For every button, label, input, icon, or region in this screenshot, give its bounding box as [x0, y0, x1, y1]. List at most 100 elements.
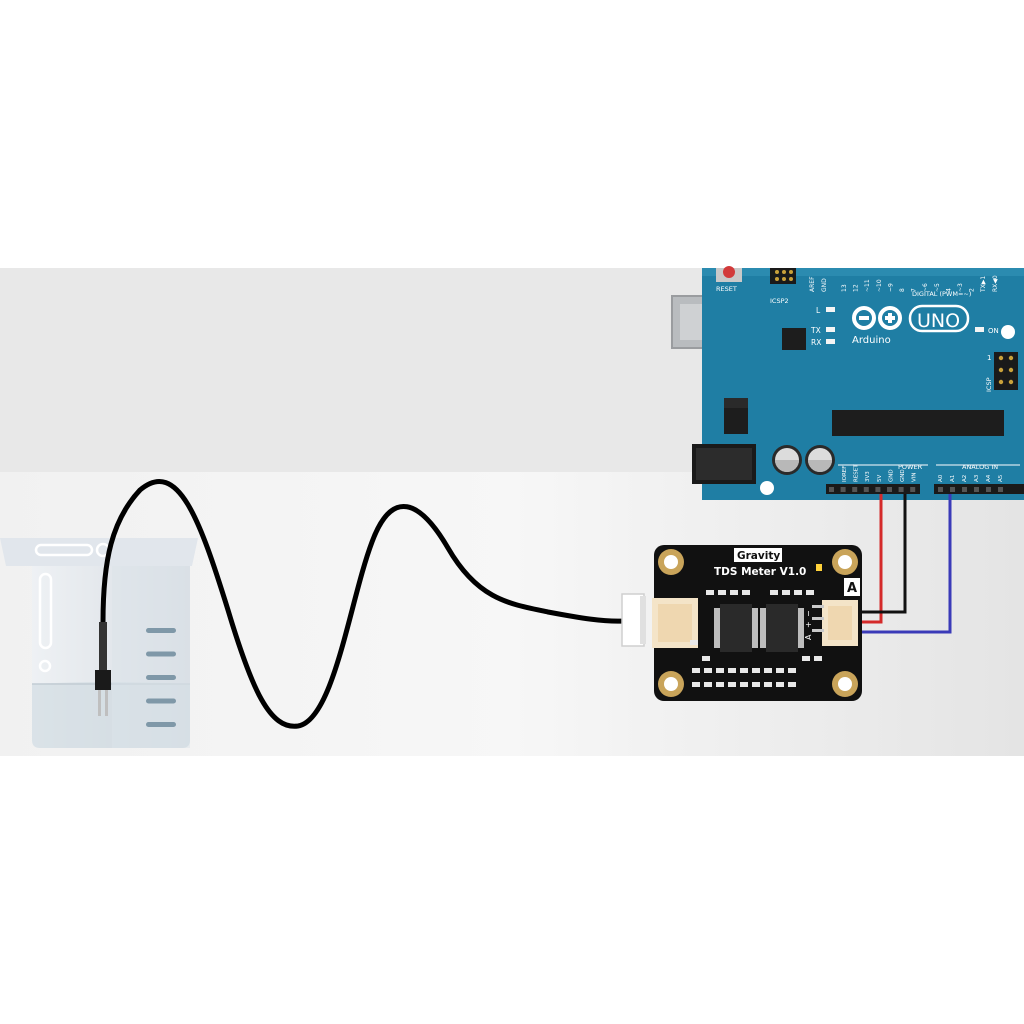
header-pin-hole: [875, 487, 881, 492]
brand-label: Arduino: [852, 335, 891, 346]
analog-pin-label: A1: [950, 475, 956, 482]
signal-type-badge: [844, 578, 860, 596]
pin-label-plus: +: [804, 621, 813, 628]
mounting-hole: [760, 481, 774, 495]
digital-label: DIGITAL (PWM=~): [912, 290, 971, 298]
smd-component: [704, 682, 712, 687]
digital-pin-label: 13: [841, 284, 848, 292]
smd-component: [730, 590, 738, 595]
voltage-regulator: [724, 398, 748, 434]
arduino-logo-icon: [852, 306, 902, 330]
probe-input-connector: [652, 598, 698, 648]
digital-pin-label: ~10: [876, 279, 883, 292]
smd-component: [814, 656, 822, 661]
sensor-output-connector: [812, 600, 858, 646]
smd-component: [806, 590, 814, 595]
ic-chip: [714, 604, 758, 652]
measurement-marks: [146, 628, 176, 727]
power-pin-label: RESET: [854, 464, 860, 482]
gravity-label: Gravity: [737, 550, 780, 562]
digital-pin-label: 8: [899, 288, 906, 292]
aref-pin-label: AREF: [809, 276, 816, 292]
tx-label: TX: [810, 326, 821, 335]
smd-components: [690, 590, 822, 687]
power-header: [826, 484, 920, 494]
model-label: UNO: [917, 310, 960, 332]
smd-component: [752, 682, 760, 687]
reset-label: RESET: [716, 285, 737, 293]
smd-component: [794, 590, 802, 595]
smd-component: [764, 668, 772, 673]
power-pin-label: 5V: [877, 475, 883, 482]
capacitor: [772, 445, 802, 475]
smd-component: [692, 668, 700, 673]
header-pin-hole: [998, 487, 1003, 492]
vcc-wire: [856, 494, 883, 624]
smd-component: [716, 682, 724, 687]
module-title: TDS Meter V1.0: [714, 566, 806, 578]
smd-component: [764, 682, 772, 687]
smd-component: [788, 682, 796, 687]
header-pin-hole: [898, 487, 904, 492]
smd-component: [740, 682, 748, 687]
digital-pin-label: ~11: [864, 279, 871, 292]
smd-component: [742, 590, 750, 595]
digital-pin-label: ~3: [957, 283, 964, 292]
beaker: [0, 538, 198, 748]
smd-component: [690, 640, 698, 645]
icsp-header: [994, 352, 1018, 390]
header-pin-hole: [938, 487, 943, 492]
rx-label: RX: [811, 338, 821, 347]
icsp-pin1-label: 1: [987, 354, 991, 362]
measurement-mark: [146, 675, 176, 680]
signal-type-label: A: [847, 581, 857, 596]
digital-pin-label: TX▶1: [980, 276, 987, 293]
mounting-hole: [1001, 325, 1015, 339]
mounting-hole: [658, 549, 684, 575]
header-pin-hole: [962, 487, 967, 492]
icsp-label: ICSP: [985, 377, 993, 392]
smd-component: [706, 590, 714, 595]
signal-wire: [856, 494, 952, 634]
smd-component: [782, 590, 790, 595]
header-pin-hole: [950, 487, 955, 492]
ic-chip: [760, 604, 804, 652]
digital-pin-label: 4: [945, 288, 952, 292]
smd-component: [776, 682, 784, 687]
gravity-badge: [734, 548, 782, 562]
led-l-label: L: [816, 306, 821, 315]
tds-probe: [95, 479, 627, 729]
smd-component: [788, 668, 796, 673]
on-label: ON: [988, 327, 999, 335]
header-pin-hole: [887, 487, 892, 492]
header-pin-hole: [863, 487, 869, 492]
pin-label-a: A: [804, 634, 813, 640]
header-pin-hole: [829, 487, 834, 492]
header-pin-hole: [986, 487, 991, 492]
mounting-hole: [832, 549, 858, 575]
measurement-mark: [146, 698, 176, 704]
smd-component: [692, 682, 700, 687]
smd-component: [770, 590, 778, 595]
digital-pin-label: ~9: [887, 283, 894, 292]
smd-component: [704, 668, 712, 673]
pin-label-minus: −: [804, 610, 813, 617]
digital-pin-label: 2: [969, 288, 976, 292]
analog-pin-label: A4: [986, 474, 992, 482]
header-pin-hole: [840, 487, 846, 492]
microcontroller-chip: [832, 410, 1004, 436]
usb-chip: [782, 328, 806, 350]
measurement-mark: [146, 722, 176, 727]
tds-meter-module: Gravity TDS Meter V1.0 A A + −: [621, 545, 862, 701]
digital-pin-label: 12: [853, 284, 860, 292]
digital-pin-label: RX◀0: [992, 275, 999, 292]
analog-label: ANALOG IN: [962, 463, 998, 471]
smd-component: [716, 668, 724, 673]
power-pin-label: GND: [900, 469, 906, 482]
smd-component: [776, 668, 784, 673]
smd-component: [702, 656, 710, 661]
mounting-hole: [658, 671, 684, 697]
